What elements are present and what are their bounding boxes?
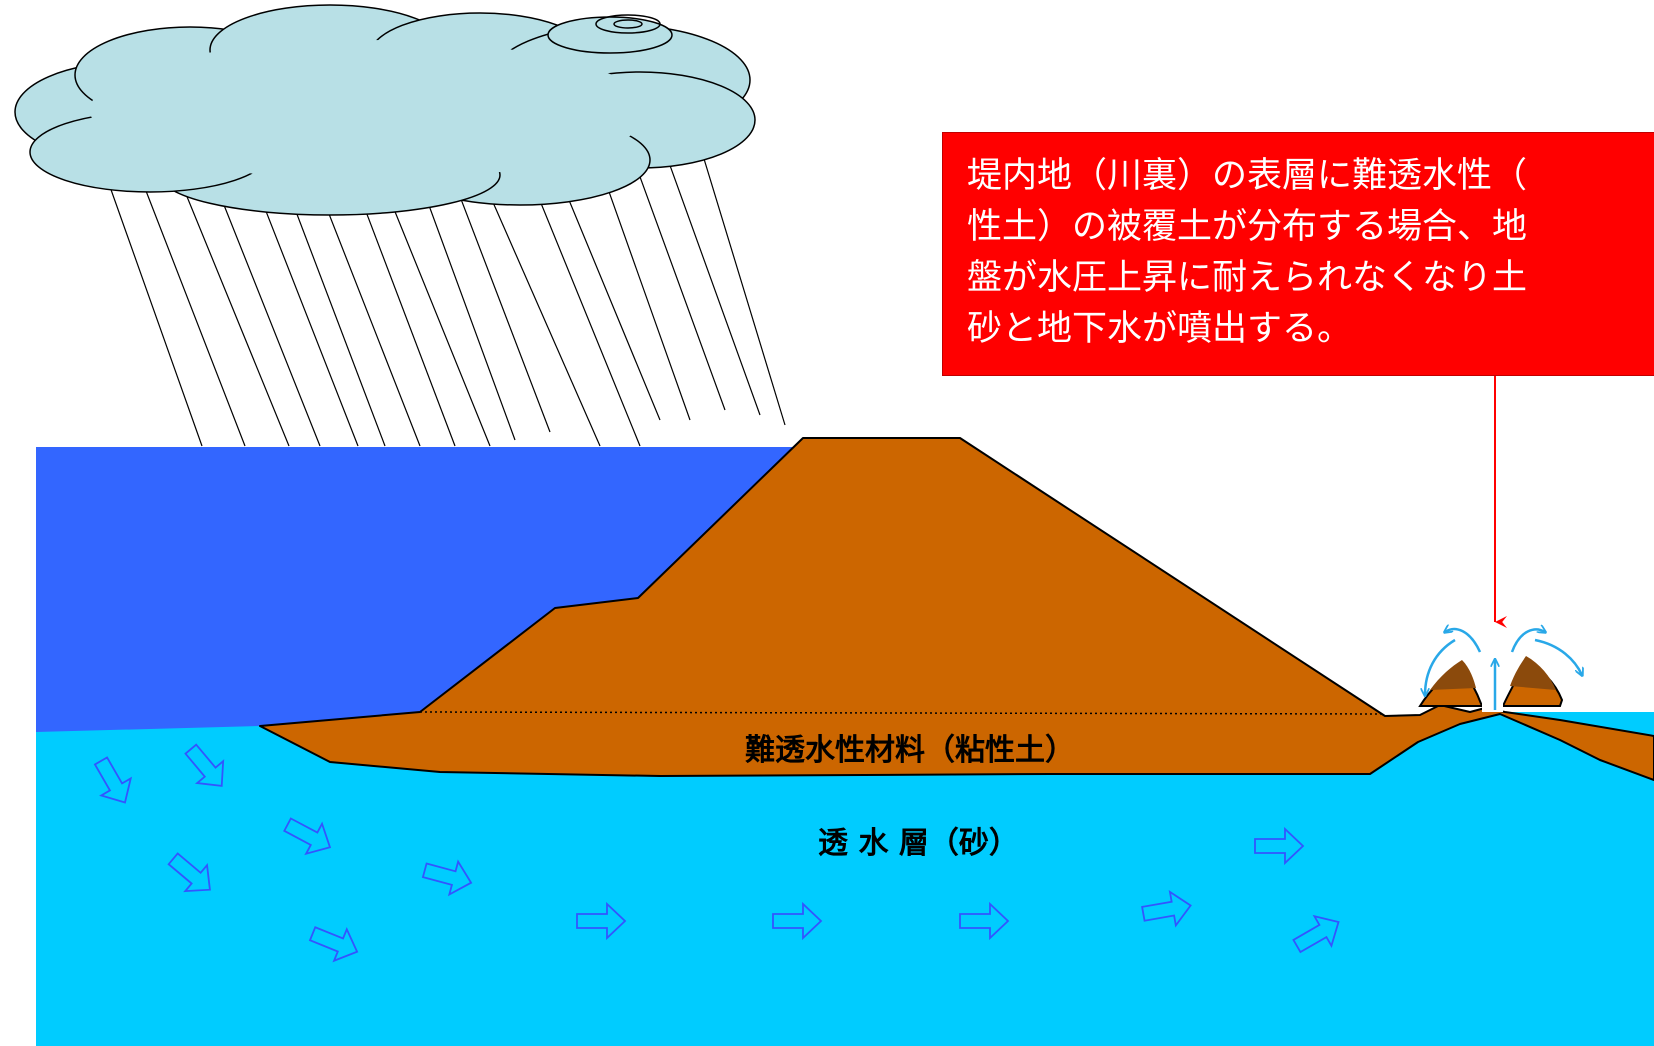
flow-arrow-icon bbox=[576, 901, 627, 941]
flow-arrow-icon bbox=[283, 817, 332, 856]
flow-arrow-icon bbox=[1141, 889, 1192, 928]
permeable-layer bbox=[36, 712, 1654, 1046]
levee-embankment bbox=[259, 437, 1654, 781]
callout-line: 砂と地下水が噴出する。 bbox=[967, 309, 1353, 349]
levee-base-line bbox=[419, 711, 1386, 715]
flow-arrow-icon bbox=[1254, 826, 1305, 866]
boil-vent bbox=[1482, 664, 1503, 712]
flow-arrow-icon bbox=[184, 743, 225, 787]
boil-spray-arrow-icon bbox=[1425, 629, 1582, 710]
flow-arrow-icon bbox=[772, 901, 823, 941]
flow-arrow-icon bbox=[1292, 914, 1340, 954]
explanation-callout: 堤内地（川裏）の表層に難透水性（ 性土）の被覆土が分布する場合、地 盤が水圧上昇… bbox=[942, 132, 1654, 376]
impermeable-layer-label: 難透水性材料（粘性土） bbox=[745, 733, 1075, 768]
callout-line: 盤が水圧上昇に耐えられなくなり土 bbox=[967, 258, 1528, 298]
permeable-layer-label: 透 水 層（砂） bbox=[818, 826, 1019, 861]
callout-line: 堤内地（川裏）の表層に難透水性（ bbox=[967, 156, 1528, 196]
flow-arrow-icon bbox=[308, 926, 359, 963]
flow-arrow-icon bbox=[167, 852, 211, 893]
sand-boil bbox=[1418, 656, 1564, 712]
flow-arrow-icon bbox=[421, 859, 473, 897]
callout-line: 性土）の被覆土が分布する場合、地 bbox=[967, 207, 1528, 247]
flow-arrow-icon bbox=[959, 901, 1010, 941]
flow-arrows bbox=[93, 743, 1340, 963]
flow-arrow-icon bbox=[93, 756, 133, 804]
callout-text: 堤内地（川裏）の表層に難透水性（ 性土）の被覆土が分布する場合、地 盤が水圧上昇… bbox=[967, 151, 1654, 355]
rain-cloud-icon bbox=[14, 4, 756, 216]
